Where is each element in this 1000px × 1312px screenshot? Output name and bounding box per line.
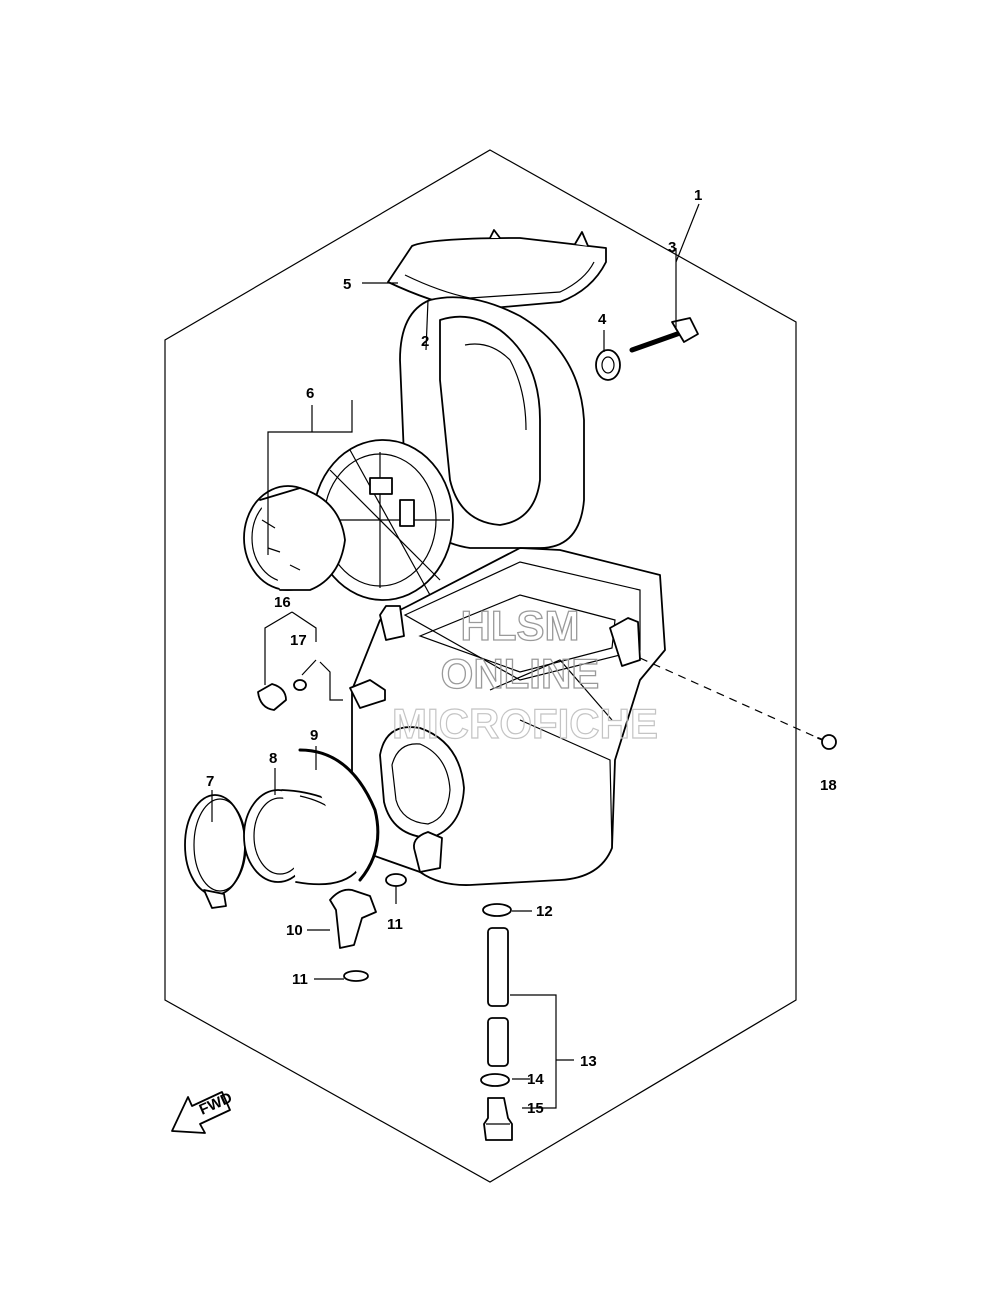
part-1-air-cleaner-case xyxy=(349,547,666,886)
callout-12: 12 xyxy=(536,903,553,920)
part-11-clip-lower xyxy=(343,970,369,982)
forward-direction-arrow: FWD xyxy=(171,1089,235,1134)
part-10-hose xyxy=(329,888,377,949)
part-11-clip-upper xyxy=(385,873,407,887)
callout-10: 10 xyxy=(286,922,303,939)
part-17-clip xyxy=(293,679,307,691)
part-16-drain-cap xyxy=(257,683,287,711)
callout-7: 7 xyxy=(206,773,214,790)
part-18-alignment-line xyxy=(639,657,819,739)
callout-8: 8 xyxy=(269,750,277,767)
callout-16: 16 xyxy=(274,594,291,611)
callout-2: 2 xyxy=(421,333,429,350)
callout-1: 1 xyxy=(694,187,702,204)
part-15-drain-fitting xyxy=(483,1097,513,1141)
watermark-line-1: HLSM xyxy=(461,602,580,649)
part-3-screw xyxy=(629,317,699,353)
callout-5: 5 xyxy=(343,276,351,293)
callout-15: 15 xyxy=(527,1100,544,1117)
callout-3: 3 xyxy=(668,239,676,256)
part-18-screw xyxy=(817,734,837,750)
part-13-drain-hose xyxy=(487,927,509,1067)
part-5-cover-plate xyxy=(387,229,607,311)
part-6-filter-cage xyxy=(243,439,454,601)
assembly-boundary xyxy=(164,149,797,1183)
callout-9: 9 xyxy=(310,727,318,744)
part-7-clamp xyxy=(184,794,247,909)
part-9-seal-ring xyxy=(298,748,380,882)
part-12-clip xyxy=(482,903,512,917)
callout-17: 17 xyxy=(290,632,307,649)
callout-4: 4 xyxy=(598,311,607,328)
callout-6: 6 xyxy=(306,385,314,402)
part-4-grommet xyxy=(595,349,621,381)
callout-11-lower: 11 xyxy=(292,971,308,988)
part-14-clip xyxy=(480,1073,510,1087)
callout-18: 18 xyxy=(820,777,837,794)
callout-14: 14 xyxy=(527,1071,544,1088)
watermark-line-2: ONLINE xyxy=(441,650,600,697)
watermark-line-3: MICROFICHE xyxy=(392,700,658,747)
callout-13: 13 xyxy=(580,1053,597,1070)
callout-11-upper: 11 xyxy=(387,916,403,933)
